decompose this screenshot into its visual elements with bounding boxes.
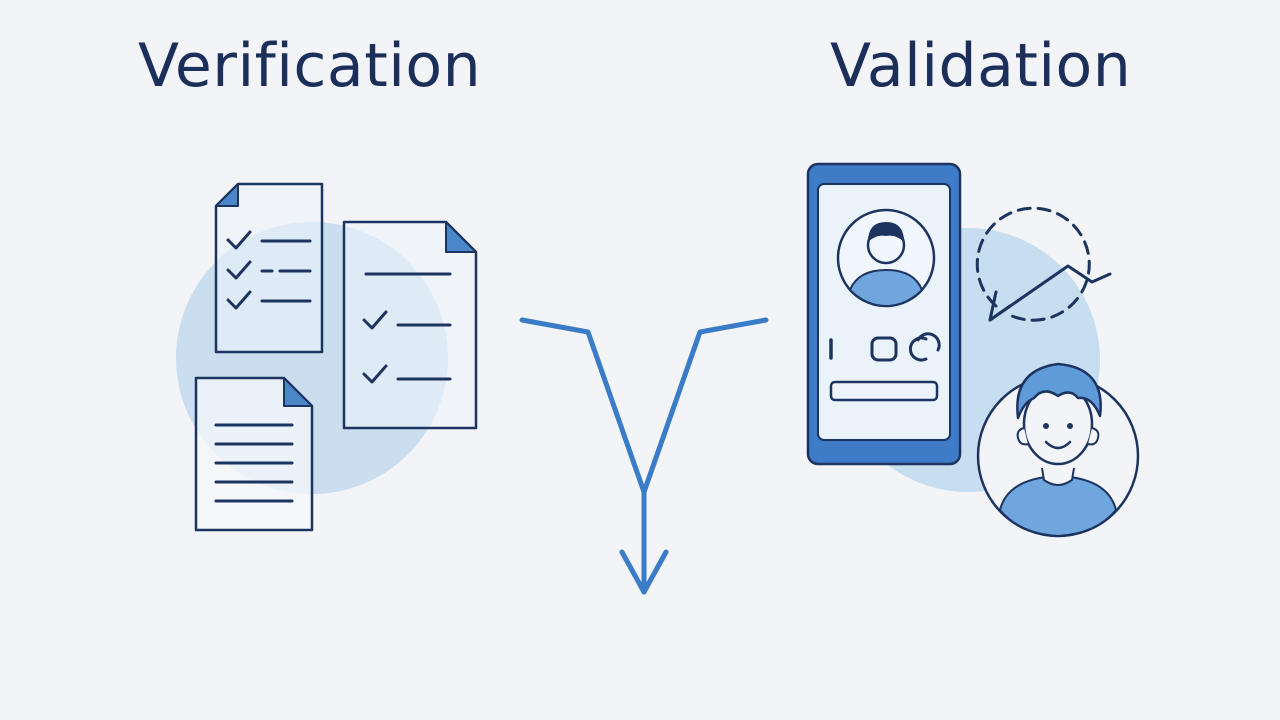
checklist-document-icon [214,182,324,354]
validation-illustration [806,162,1140,538]
validation-title: Validation [830,31,1132,101]
chat-bubble-check-icon [975,206,1112,322]
smartphone-profile-icon [806,162,962,466]
verification-title: Verification [138,31,482,101]
verification-illustration [176,182,478,532]
converging-arrow-icon [519,317,769,595]
user-avatar-icon [976,362,1140,538]
checklist-document-icon [342,220,478,430]
text-document-icon [194,376,314,532]
